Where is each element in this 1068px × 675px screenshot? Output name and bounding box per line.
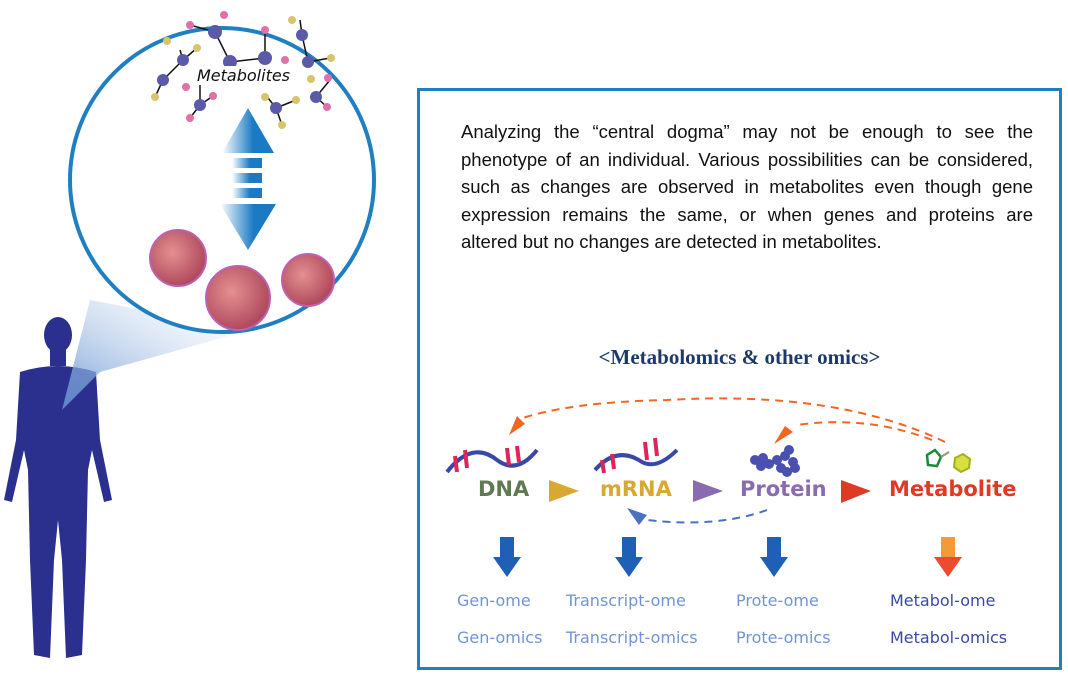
metabolite-molecules-icon [151, 11, 335, 129]
human-silhouette [4, 317, 112, 658]
metabolomics-label: Metabol-omics [890, 628, 1008, 647]
transcriptome-label: Transcript-ome [566, 591, 686, 610]
transcriptomics-label: Transcript-omics [566, 628, 698, 647]
section-title: <Metabolomics & other omics> [598, 345, 881, 369]
down-arrow-metabolite-icon [934, 537, 962, 577]
info-panel [417, 88, 1062, 670]
arrow-dna-to-mrna [549, 480, 579, 502]
stage-label-mrna: mRNA [600, 477, 672, 501]
arrowhead-icon [774, 426, 793, 444]
proteomics-label: Prote-omics [736, 628, 831, 647]
stage-label-protein: Protein [740, 477, 827, 501]
illustration [4, 11, 376, 658]
metabolome-label: Metabol-ome [890, 591, 996, 610]
feedback-metabolite-to-dna [516, 397, 946, 443]
metabolite-molecule-icon [925, 448, 972, 474]
bidirectional-arrow-icon [220, 108, 276, 250]
arrowhead-icon [509, 416, 525, 435]
protein-icon [750, 445, 800, 477]
arrow-protein-to-metabolite [841, 480, 871, 503]
stage-label-metabolite: Metabolite [889, 477, 1017, 501]
proteome-label: Prote-ome [736, 591, 819, 610]
down-arrow-icon [493, 537, 788, 577]
stage-label-dna: DNA [478, 477, 530, 501]
feedback-protein-to-mrna [646, 509, 768, 524]
description-text: Analyzing the “central dogma” may not be… [461, 121, 1033, 252]
arrowhead-icon [627, 508, 647, 525]
genomics-label: Gen-omics [457, 628, 543, 647]
virus-cells-icon [149, 229, 335, 331]
metabolites-label: Metabolites [194, 66, 294, 85]
omics-flow [445, 397, 972, 577]
mrna-icon [593, 437, 679, 474]
arrow-mrna-to-protein [693, 480, 723, 502]
genome-label: Gen-ome [457, 591, 531, 610]
dna-icon [445, 445, 539, 474]
feedback-metabolite-to-protein [796, 421, 933, 441]
